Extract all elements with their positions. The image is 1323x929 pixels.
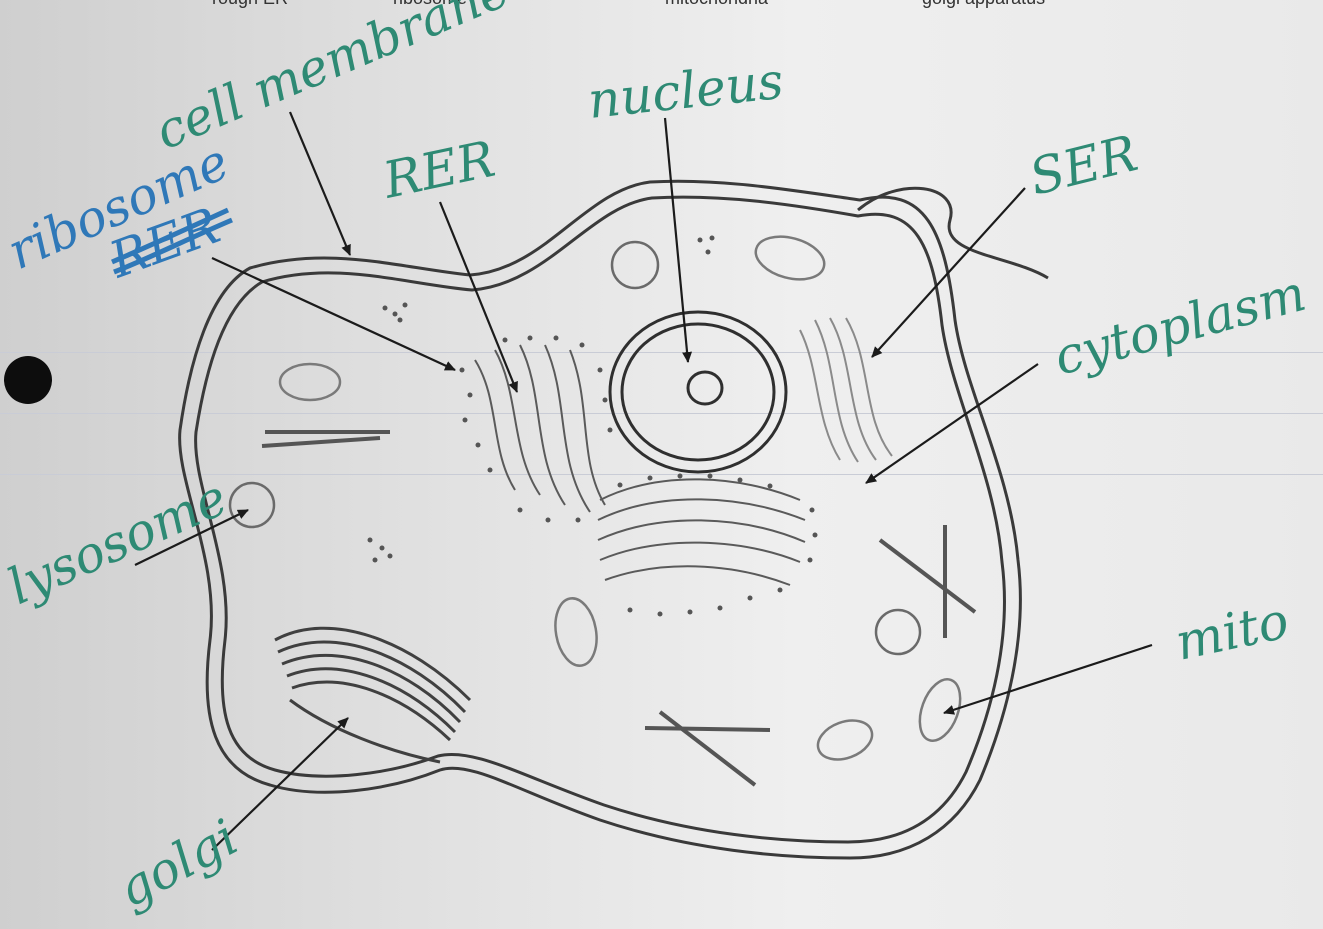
nucleolus <box>688 372 722 404</box>
free-ribosomes <box>368 236 715 563</box>
label-mito: mito <box>1170 591 1293 671</box>
arrow-cell-membrane <box>290 112 350 255</box>
arrow-ser <box>872 188 1025 357</box>
arrow-mito <box>944 645 1152 713</box>
arrow-cytoplasm <box>866 364 1038 483</box>
cell-extension <box>858 188 1048 278</box>
lysosome <box>230 242 920 654</box>
label-rer: RER <box>377 130 499 210</box>
label-arrows <box>135 112 1152 850</box>
label-nucleus: nucleus <box>585 52 786 130</box>
ribosome-dots <box>460 336 818 617</box>
arrow-rer <box>440 202 517 392</box>
label-ser: SER <box>1024 124 1143 207</box>
smooth-er <box>800 318 892 462</box>
label-cytoplasm: cytoplasm <box>1048 264 1312 387</box>
arrow-ribosome <box>212 258 455 370</box>
nucleus <box>610 312 786 472</box>
label-golgi: golgi <box>108 808 247 918</box>
mitochondrion <box>280 230 968 767</box>
rough-er <box>475 345 805 585</box>
golgi-apparatus <box>275 628 470 762</box>
